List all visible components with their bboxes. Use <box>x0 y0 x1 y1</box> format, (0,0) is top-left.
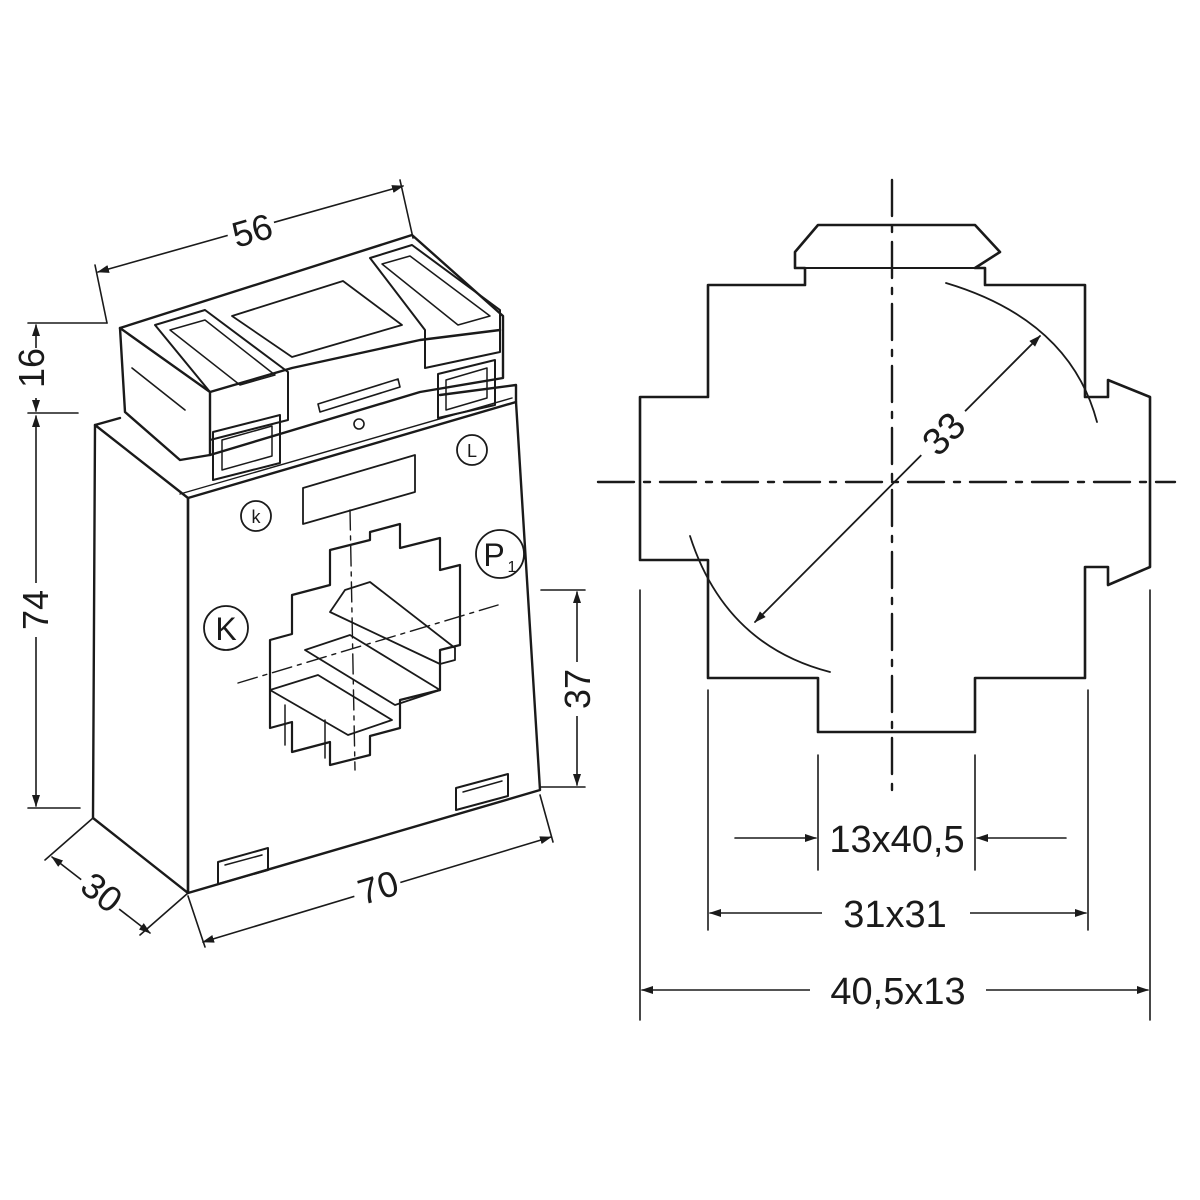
cap-slot <box>317 378 401 413</box>
body-front-face <box>186 400 542 895</box>
cap-side-edge <box>118 326 212 457</box>
dim-label-30: 30 <box>73 864 130 921</box>
diameter-indicator <box>689 282 1098 673</box>
transformer-isometric-view <box>91 233 542 895</box>
section-dimension-lines <box>639 589 1151 1021</box>
marking-k-large: K <box>215 611 236 647</box>
terminal-right-clamp <box>369 244 501 369</box>
terminal-left-clamp <box>154 309 289 441</box>
dim-label-37: 37 <box>557 669 598 709</box>
front-rating-plate <box>302 454 416 525</box>
window-center-axis <box>349 509 356 771</box>
dim-line-33 <box>754 335 1041 623</box>
marking-l-small: L <box>467 441 477 461</box>
body-top-edge <box>93 383 518 427</box>
marking-k-small-circle <box>240 500 272 532</box>
marking-k-small: k <box>252 507 262 527</box>
window-busbar <box>329 581 456 665</box>
marking-l-small-circle <box>456 434 488 466</box>
iso-dimension-labels: 56 16 74 37 30 70 <box>11 200 598 923</box>
marking-p1-sub: 1 <box>508 559 517 576</box>
cap-side-groove <box>131 367 186 411</box>
arc-bottom-left <box>689 535 831 673</box>
primary-window <box>268 522 462 767</box>
foot-clip-left <box>217 847 269 885</box>
arc-top-right <box>945 282 1098 423</box>
dim-label-40x13: 40,5x13 <box>830 971 965 1013</box>
dim-label-74: 74 <box>15 590 56 630</box>
body-side-face <box>91 423 190 895</box>
cap-front-edge <box>208 328 502 394</box>
terminal-right-lower <box>437 359 496 419</box>
window-section-view <box>638 223 1152 734</box>
marking-p1-letter: P <box>483 537 504 573</box>
dim-label-13x40: 13x40,5 <box>829 819 964 861</box>
cap-label-window <box>231 280 403 358</box>
dim-label-31x31: 31x31 <box>843 894 947 936</box>
foot-clip-right <box>455 773 509 811</box>
terminal-cap-outline <box>118 233 505 462</box>
window-outline <box>638 223 1152 734</box>
dim-label-16: 16 <box>11 348 52 388</box>
terminal-left-lower <box>212 414 281 481</box>
cap-screw <box>353 418 365 430</box>
marking-k-large-circle <box>203 605 249 651</box>
section-dimension-labels: 13x40,5 31x31 40,5x13 <box>810 816 986 1013</box>
marking-p1-circle <box>475 529 525 579</box>
section-center-axes <box>596 178 1177 792</box>
